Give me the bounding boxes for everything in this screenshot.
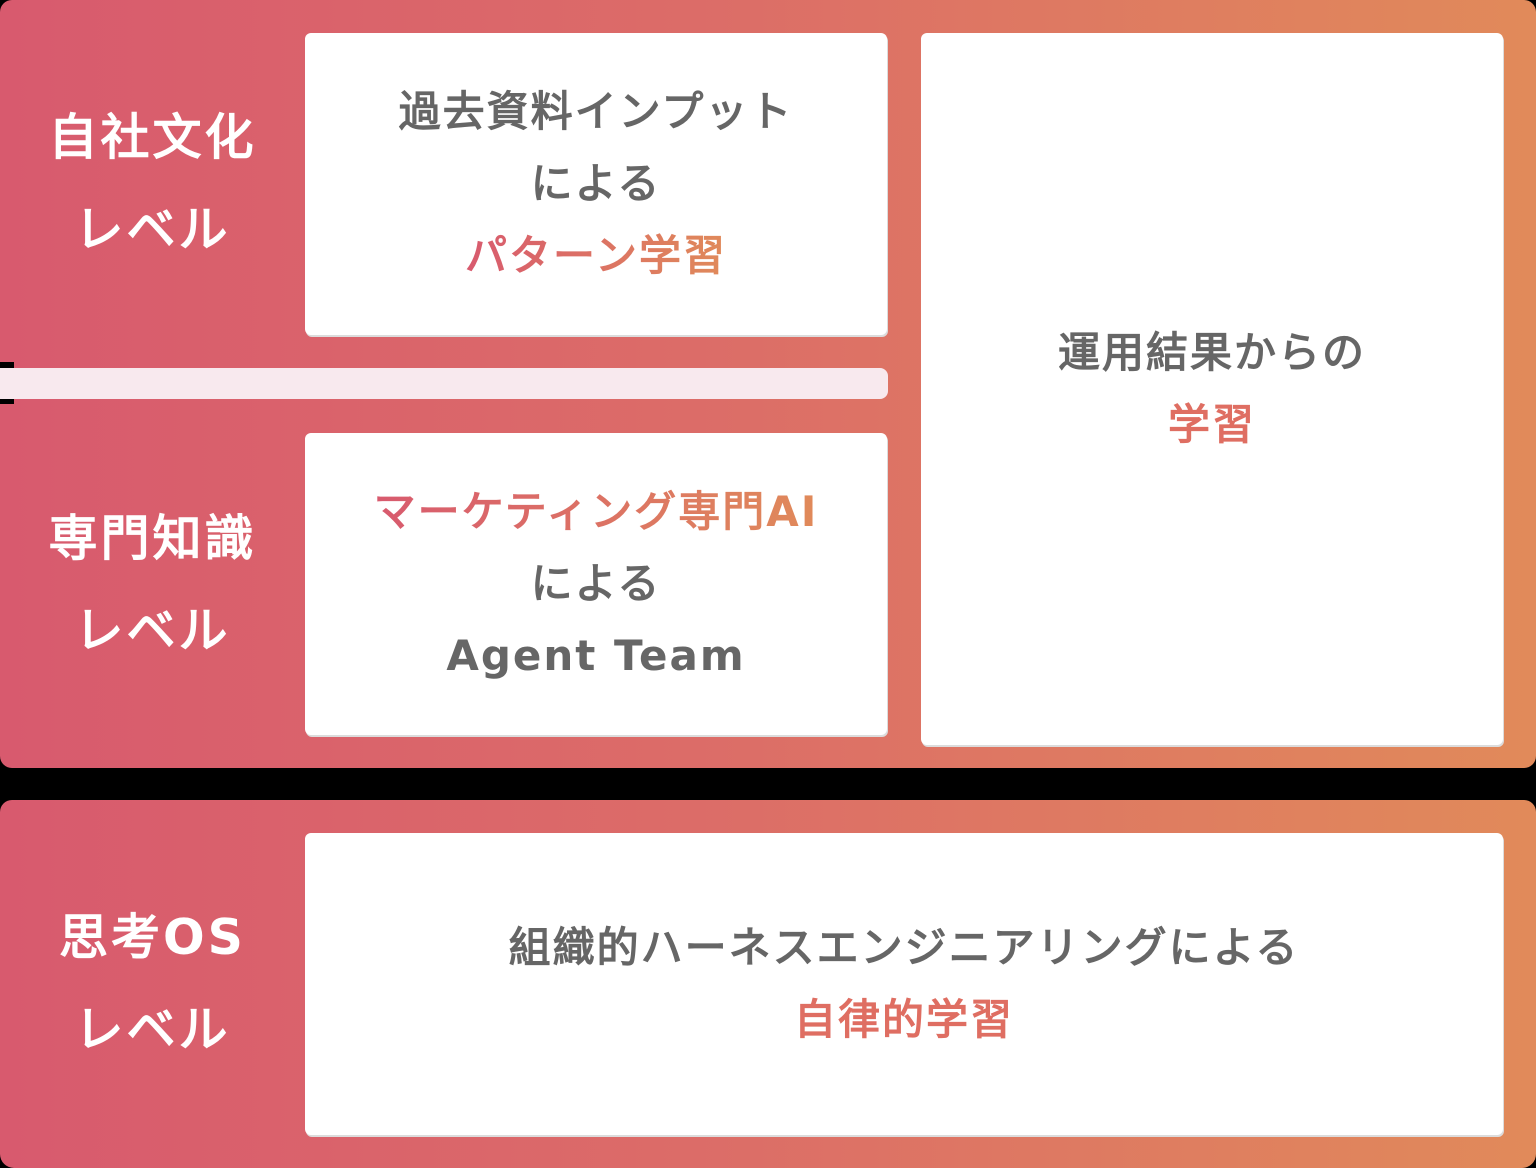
box-text-line: による [530, 159, 662, 208]
level-separator-strip [0, 368, 888, 399]
culture-level-box: 過去資料インプット による パターン学習 [305, 33, 887, 335]
level-label-suffix: レベル [74, 1001, 231, 1058]
level-label-suffix: レベル [74, 602, 231, 659]
operational-learning-box: 運用結果からの 学習 [921, 33, 1503, 745]
level-label-suffix: レベル [74, 201, 231, 258]
box-highlight-text: パターン学習 [465, 220, 727, 292]
box-text-line: 組織的ハーネスエンジニアリングによる [508, 923, 1300, 972]
box-highlight-text: マーケティング専門AI [374, 476, 819, 548]
level-label-thinking-os: 思考OS レベル [0, 892, 305, 1076]
level-label-title: 専門知識 [48, 510, 257, 567]
expertise-level-box: マーケティング専門AI による Agent Team [305, 433, 887, 735]
level-label-title: 思考OS [59, 909, 246, 966]
box-highlight-text: 学習 [1167, 400, 1256, 449]
level-label-title: 自社文化 [48, 109, 257, 166]
box-text-line: 運用結果からの [1057, 328, 1366, 377]
level-label-culture: 自社文化 レベル [0, 92, 305, 276]
box-highlight-text: 自律的学習 [793, 995, 1014, 1044]
box-text-line: Agent Team [446, 631, 746, 680]
box-text-line: 過去資料インプット [398, 87, 794, 136]
level-label-expertise: 専門知識 レベル [0, 493, 305, 677]
box-text-line: による [530, 559, 662, 608]
thinking-os-level-box: 組織的ハーネスエンジニアリングによる 自律的学習 [305, 833, 1503, 1135]
